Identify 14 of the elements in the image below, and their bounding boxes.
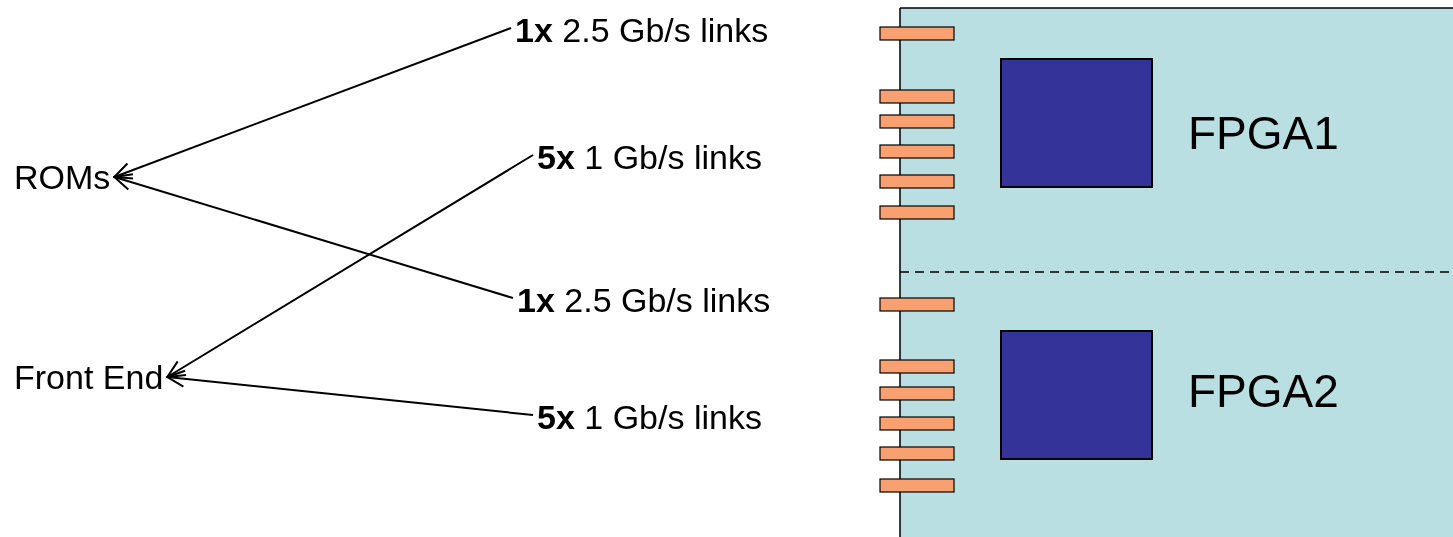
- link-label: 5x 1 Gb/s links: [537, 137, 762, 177]
- link-label: 1x 2.5 Gb/s links: [515, 10, 769, 50]
- chip-label: FPGA1: [1188, 107, 1339, 159]
- arrow: [166, 369, 534, 416]
- arrow: [113, 173, 514, 299]
- chip-box: [1000, 330, 1153, 460]
- arrow: [113, 27, 512, 180]
- endpoint-label: ROMs: [14, 157, 111, 197]
- arrow: [166, 154, 534, 378]
- link-label: 1x 2.5 Gb/s links: [517, 280, 771, 320]
- endpoint-label: Front End: [14, 357, 164, 397]
- chip-label: FPGA2: [1188, 365, 1339, 417]
- link-label: 5x 1 Gb/s links: [537, 397, 762, 437]
- chip-box: [1000, 58, 1153, 188]
